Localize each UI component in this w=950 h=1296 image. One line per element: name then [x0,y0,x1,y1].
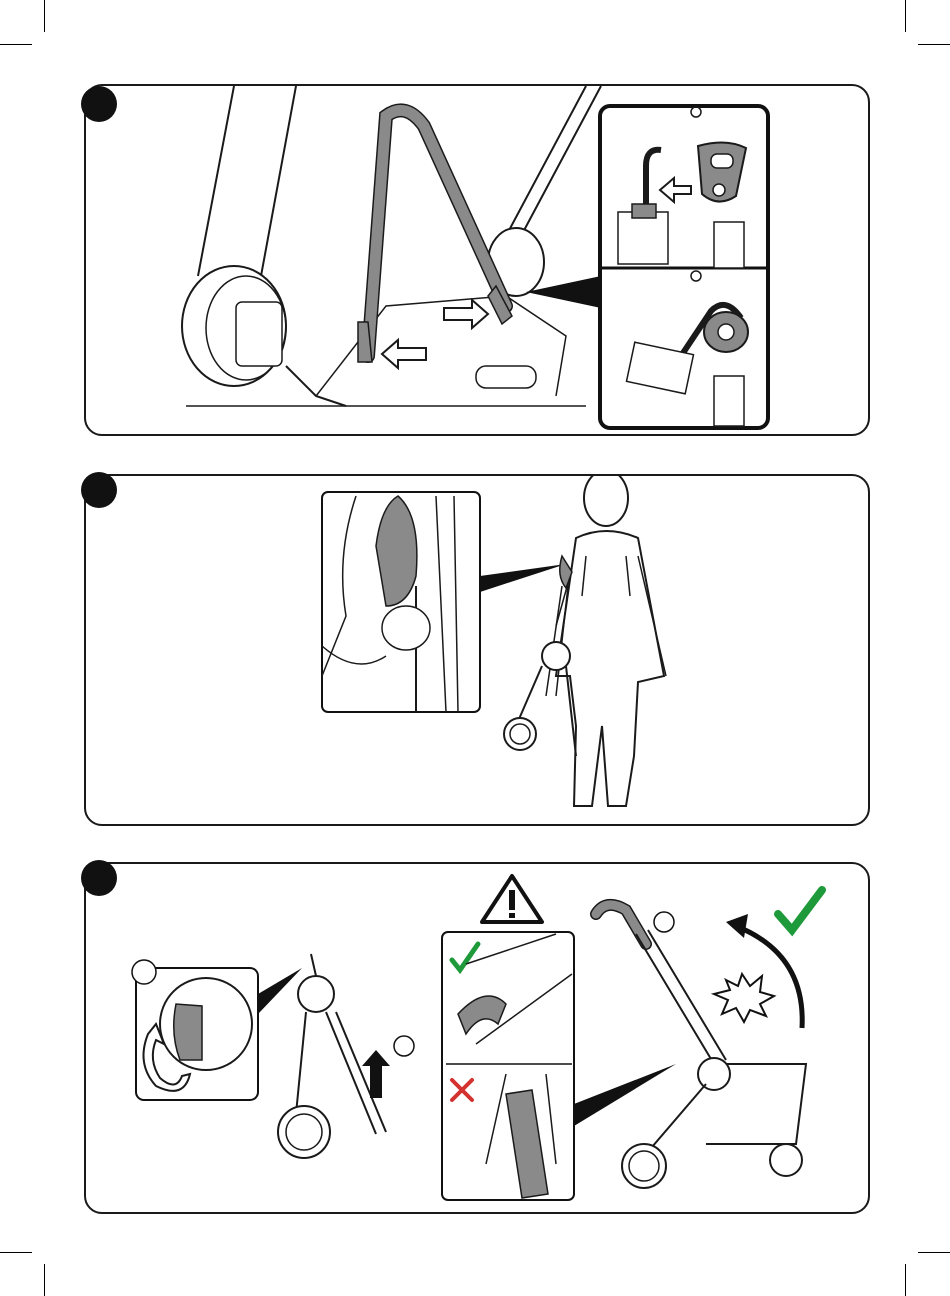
unfold-stroller-illustration [86,864,868,1212]
crop-mark [905,1264,906,1296]
arrow-left-icon [382,340,426,368]
crop-mark [44,0,45,32]
check-icon [778,890,822,930]
crop-mark [905,0,906,32]
step-2-panel [84,474,870,826]
crop-mark [44,1264,45,1296]
strap-attach-illustration [86,86,868,434]
step-2-marker [81,472,117,508]
crop-mark [918,44,950,45]
step-3-panel [84,862,870,1214]
arrow-right-icon [444,300,488,328]
arrow-up-icon [362,1050,390,1098]
crop-mark [0,44,32,45]
carry-stroller-illustration [86,476,868,824]
inset-box [442,932,574,1200]
crop-mark [918,1252,950,1253]
step-1-marker [81,86,117,122]
step-1-panel [84,84,870,436]
step-3-marker [81,860,117,896]
click-burst-icon [714,974,774,1022]
crop-mark [0,1252,32,1253]
